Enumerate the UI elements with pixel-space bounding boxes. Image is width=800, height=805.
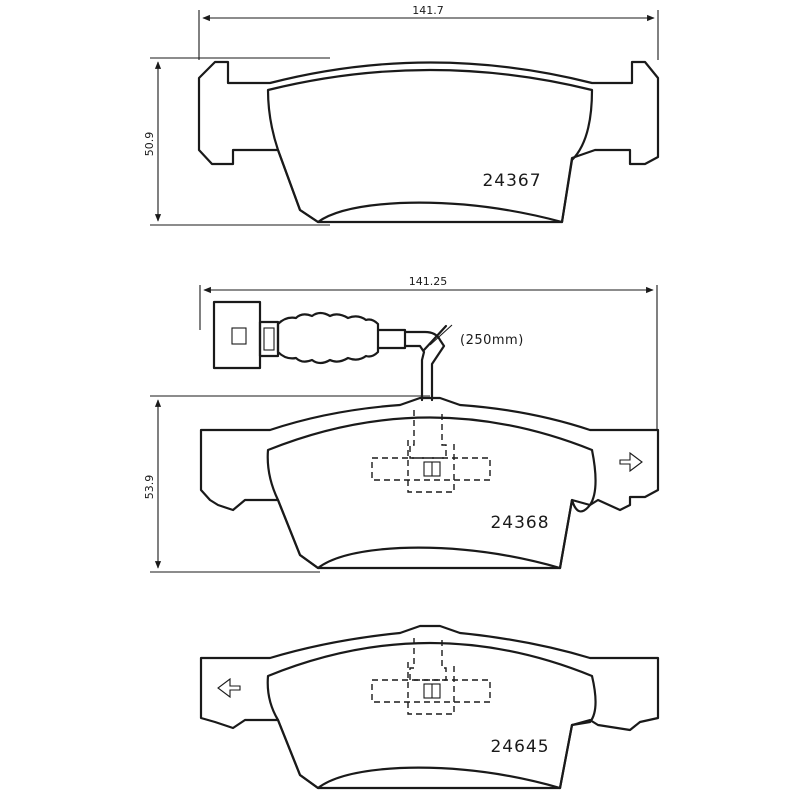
- top-pad: 141.7 50.9 24367: [143, 4, 660, 226]
- cable-length-label: (250mm): [460, 333, 524, 348]
- top-pad-backing-plate: [197, 60, 660, 224]
- middle-pad-width-dimension: 141.25: [199, 275, 658, 430]
- middle-pad-height-dimension: 53.9: [143, 395, 430, 573]
- bottom-pad-sensor-clip: [371, 638, 491, 715]
- middle-pad: 141.25 53.9 (250mm): [143, 275, 660, 573]
- sensor-cable-boot: [276, 311, 380, 365]
- bottom-pad-friction-lining: [266, 641, 597, 790]
- middle-pad-friction-lining: [266, 416, 597, 570]
- bottom-pad-backing-plate: [199, 624, 660, 790]
- top-pad-height-dimension: 50.9: [143, 57, 330, 226]
- middle-pad-sensor-clip: [371, 410, 491, 493]
- middle-pad-backing-plate: [199, 396, 660, 570]
- top-pad-height-label: 50.9: [143, 132, 156, 157]
- middle-pad-direction-arrow-icon: [619, 451, 643, 473]
- top-pad-width-label: 141.7: [412, 4, 444, 17]
- top-pad-part-number: 24367: [482, 171, 541, 191]
- sensor-connector: [212, 300, 262, 370]
- wear-sensor: (250mm): [212, 300, 524, 402]
- middle-pad-height-label: 53.9: [143, 475, 156, 500]
- bottom-pad-part-number: 24645: [490, 737, 549, 757]
- top-pad-friction-lining: [266, 68, 594, 224]
- bottom-pad-direction-arrow-icon: [217, 677, 241, 699]
- sensor-cable: [376, 328, 446, 402]
- bottom-pad: 24645: [199, 624, 660, 790]
- top-pad-width-dimension: 141.7: [198, 4, 659, 60]
- middle-pad-part-number: 24368: [490, 513, 549, 533]
- middle-pad-width-label: 141.25: [409, 275, 448, 288]
